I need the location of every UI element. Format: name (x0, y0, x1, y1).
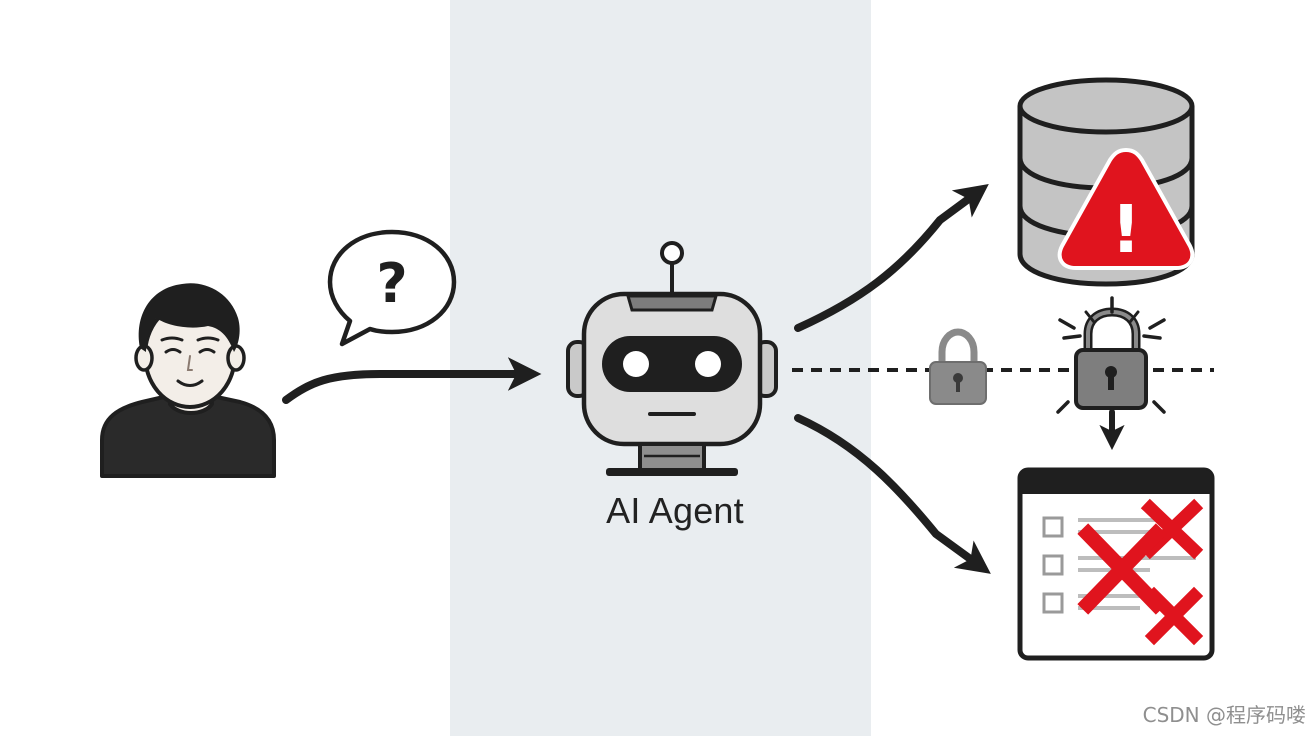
agent-label: AI Agent (606, 490, 744, 531)
warning-triangle-icon: ! (1057, 148, 1195, 270)
padlock-icon (929, 328, 987, 405)
cross-icon (1077, 498, 1204, 646)
user-icon (100, 283, 276, 478)
broken-padlock-icon (1056, 296, 1166, 414)
arrow-agent-to-tasklist (794, 414, 991, 574)
speech-bubble-icon: ? (327, 229, 457, 347)
warning-exclamation: ! (1111, 191, 1141, 268)
watermark-text: CSDN @程序码喽 (1142, 703, 1306, 727)
question-mark: ? (376, 252, 407, 315)
arrow-user-to-agent (282, 357, 542, 404)
arrow-agent-to-database (794, 184, 989, 332)
robot-icon (566, 241, 778, 476)
